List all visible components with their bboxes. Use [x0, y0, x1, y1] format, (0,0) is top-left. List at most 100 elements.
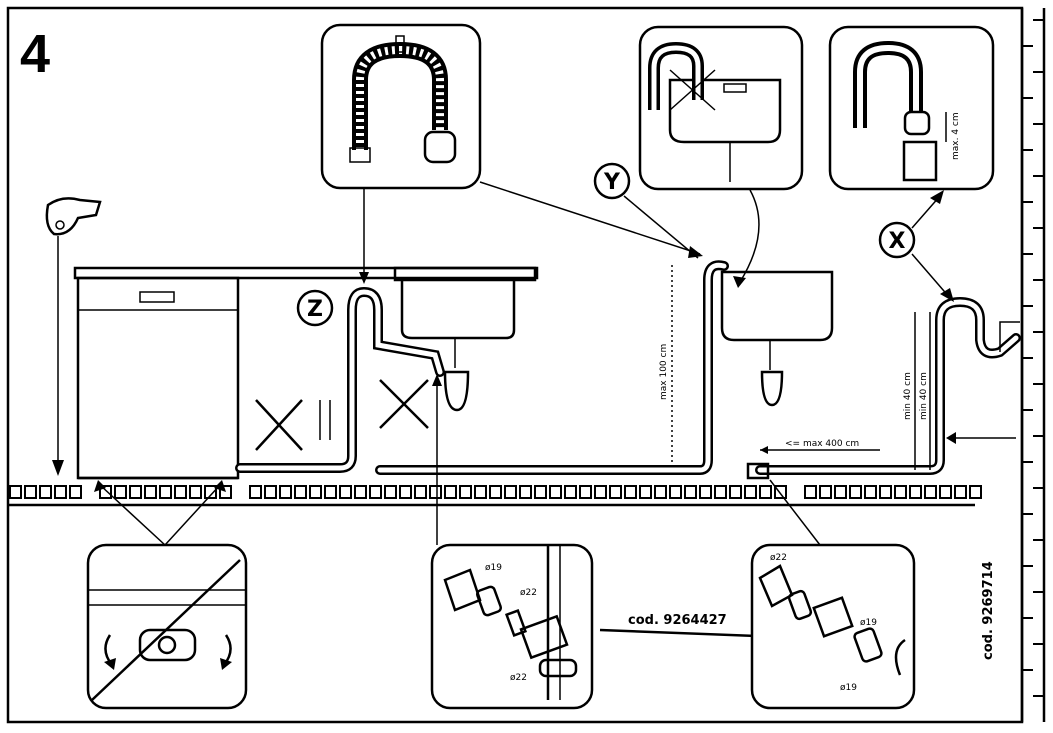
detail-label-d5: ø22 [770, 553, 787, 563]
floor [9, 485, 982, 499]
floor-tile [39, 485, 52, 499]
floor-tile [9, 485, 22, 499]
floor-tile [939, 485, 952, 499]
floor-tile [309, 485, 322, 499]
marker-x: X [878, 221, 916, 259]
floor-tile [354, 485, 367, 499]
detail-connector-a: ø19 ø22 ø22 [430, 543, 594, 710]
floor-tile [429, 485, 442, 499]
part-code-middle: cod. 9264427 [628, 613, 727, 628]
marker-z: Z [296, 289, 334, 327]
worktop [73, 266, 539, 280]
standpipe [946, 321, 1020, 444]
min-height-label-b: min 40 cm [919, 372, 929, 420]
wall [1020, 8, 1046, 722]
floor-tile [609, 485, 622, 499]
wash-basin [720, 270, 834, 407]
floor-tile [339, 485, 352, 499]
floor-tile [909, 485, 922, 499]
floor-tile [279, 485, 292, 499]
floor-tile [519, 485, 532, 499]
floor-tile [69, 485, 82, 499]
floor-tile [399, 485, 412, 499]
floor-tile [744, 485, 757, 499]
floor-tile [774, 485, 787, 499]
max-length-label: <= max 400 cm [785, 439, 859, 449]
floor-tile [204, 485, 217, 499]
drain-hose-y [377, 262, 727, 473]
floor-tile [714, 485, 727, 499]
detail-label-d1: ø19 [485, 563, 502, 573]
floor-tile [534, 485, 547, 499]
svg-text:Z: Z [307, 297, 323, 322]
floor-tile [924, 485, 937, 499]
detail-standpipe-depth: max. 4 cm [828, 25, 995, 191]
floor-tile [369, 485, 382, 499]
hand-icon [45, 197, 102, 476]
floor-tile [504, 485, 517, 499]
detail-label-d6: ø19 [840, 683, 857, 693]
floor-tile [174, 485, 187, 499]
hose-coupling [746, 462, 770, 480]
floor-tile [99, 485, 112, 499]
floor-tile [414, 485, 427, 499]
detail-hose-bend [320, 23, 482, 190]
floor-tile [804, 485, 817, 499]
floor-tile [129, 485, 142, 499]
step-number: 4 [20, 24, 50, 84]
floor-tile [879, 485, 892, 499]
floor-tile [819, 485, 832, 499]
floor-tile [489, 485, 502, 499]
floor-tile [864, 485, 877, 499]
wrong-install-cross-sink [379, 379, 429, 429]
floor-tile [654, 485, 667, 499]
max-height-label: max 100 cm [659, 344, 669, 400]
floor-tile [24, 485, 37, 499]
wrong-install-cross-left [255, 399, 331, 451]
floor-tile [324, 485, 337, 499]
floor-tile [54, 485, 67, 499]
floor-tile [624, 485, 637, 499]
floor-tile [159, 485, 172, 499]
floor-tile [729, 485, 742, 499]
detail-label-d3: ø22 [510, 673, 527, 683]
detail-feet-adjust [86, 543, 248, 710]
floor-tile [264, 485, 277, 499]
detail-basin-hook [638, 25, 804, 191]
svg-text:X: X [889, 229, 906, 254]
floor-tile [564, 485, 577, 499]
floor-tile [669, 485, 682, 499]
dishwasher [76, 276, 240, 480]
floor-tile [249, 485, 262, 499]
floor-tile [699, 485, 712, 499]
floor-tile [189, 485, 202, 499]
detail-label-d2: ø22 [520, 588, 537, 598]
marker-y: Y [593, 162, 631, 200]
floor-tile [144, 485, 157, 499]
floor-tile [384, 485, 397, 499]
part-code-right: cod. 9269714 [981, 561, 996, 660]
svg-text:Y: Y [603, 170, 621, 195]
floor-tile [639, 485, 652, 499]
floor-tile [219, 485, 232, 499]
floor-tile [549, 485, 562, 499]
floor-tile [894, 485, 907, 499]
floor-tile [294, 485, 307, 499]
min-height-label-a: min 40 cm [903, 372, 913, 420]
drain-hose-z [235, 286, 445, 473]
kitchen-sink [393, 266, 537, 412]
floor-tile [969, 485, 982, 499]
floor-tile [759, 485, 772, 499]
floor-tile [954, 485, 967, 499]
floor-tile [474, 485, 487, 499]
floor-tile [594, 485, 607, 499]
floor-tile [444, 485, 457, 499]
floor-tile [849, 485, 862, 499]
floor-tile [579, 485, 592, 499]
drain-hose-x [757, 299, 1019, 473]
detail-connector-b: ø19 ø22 ø19 [750, 543, 916, 710]
length-dimension: <= max 400 cm [760, 439, 880, 454]
height-dimension-right: min 40 cm min 40 cm [903, 312, 931, 470]
floor-tile [684, 485, 697, 499]
floor-tile [834, 485, 847, 499]
